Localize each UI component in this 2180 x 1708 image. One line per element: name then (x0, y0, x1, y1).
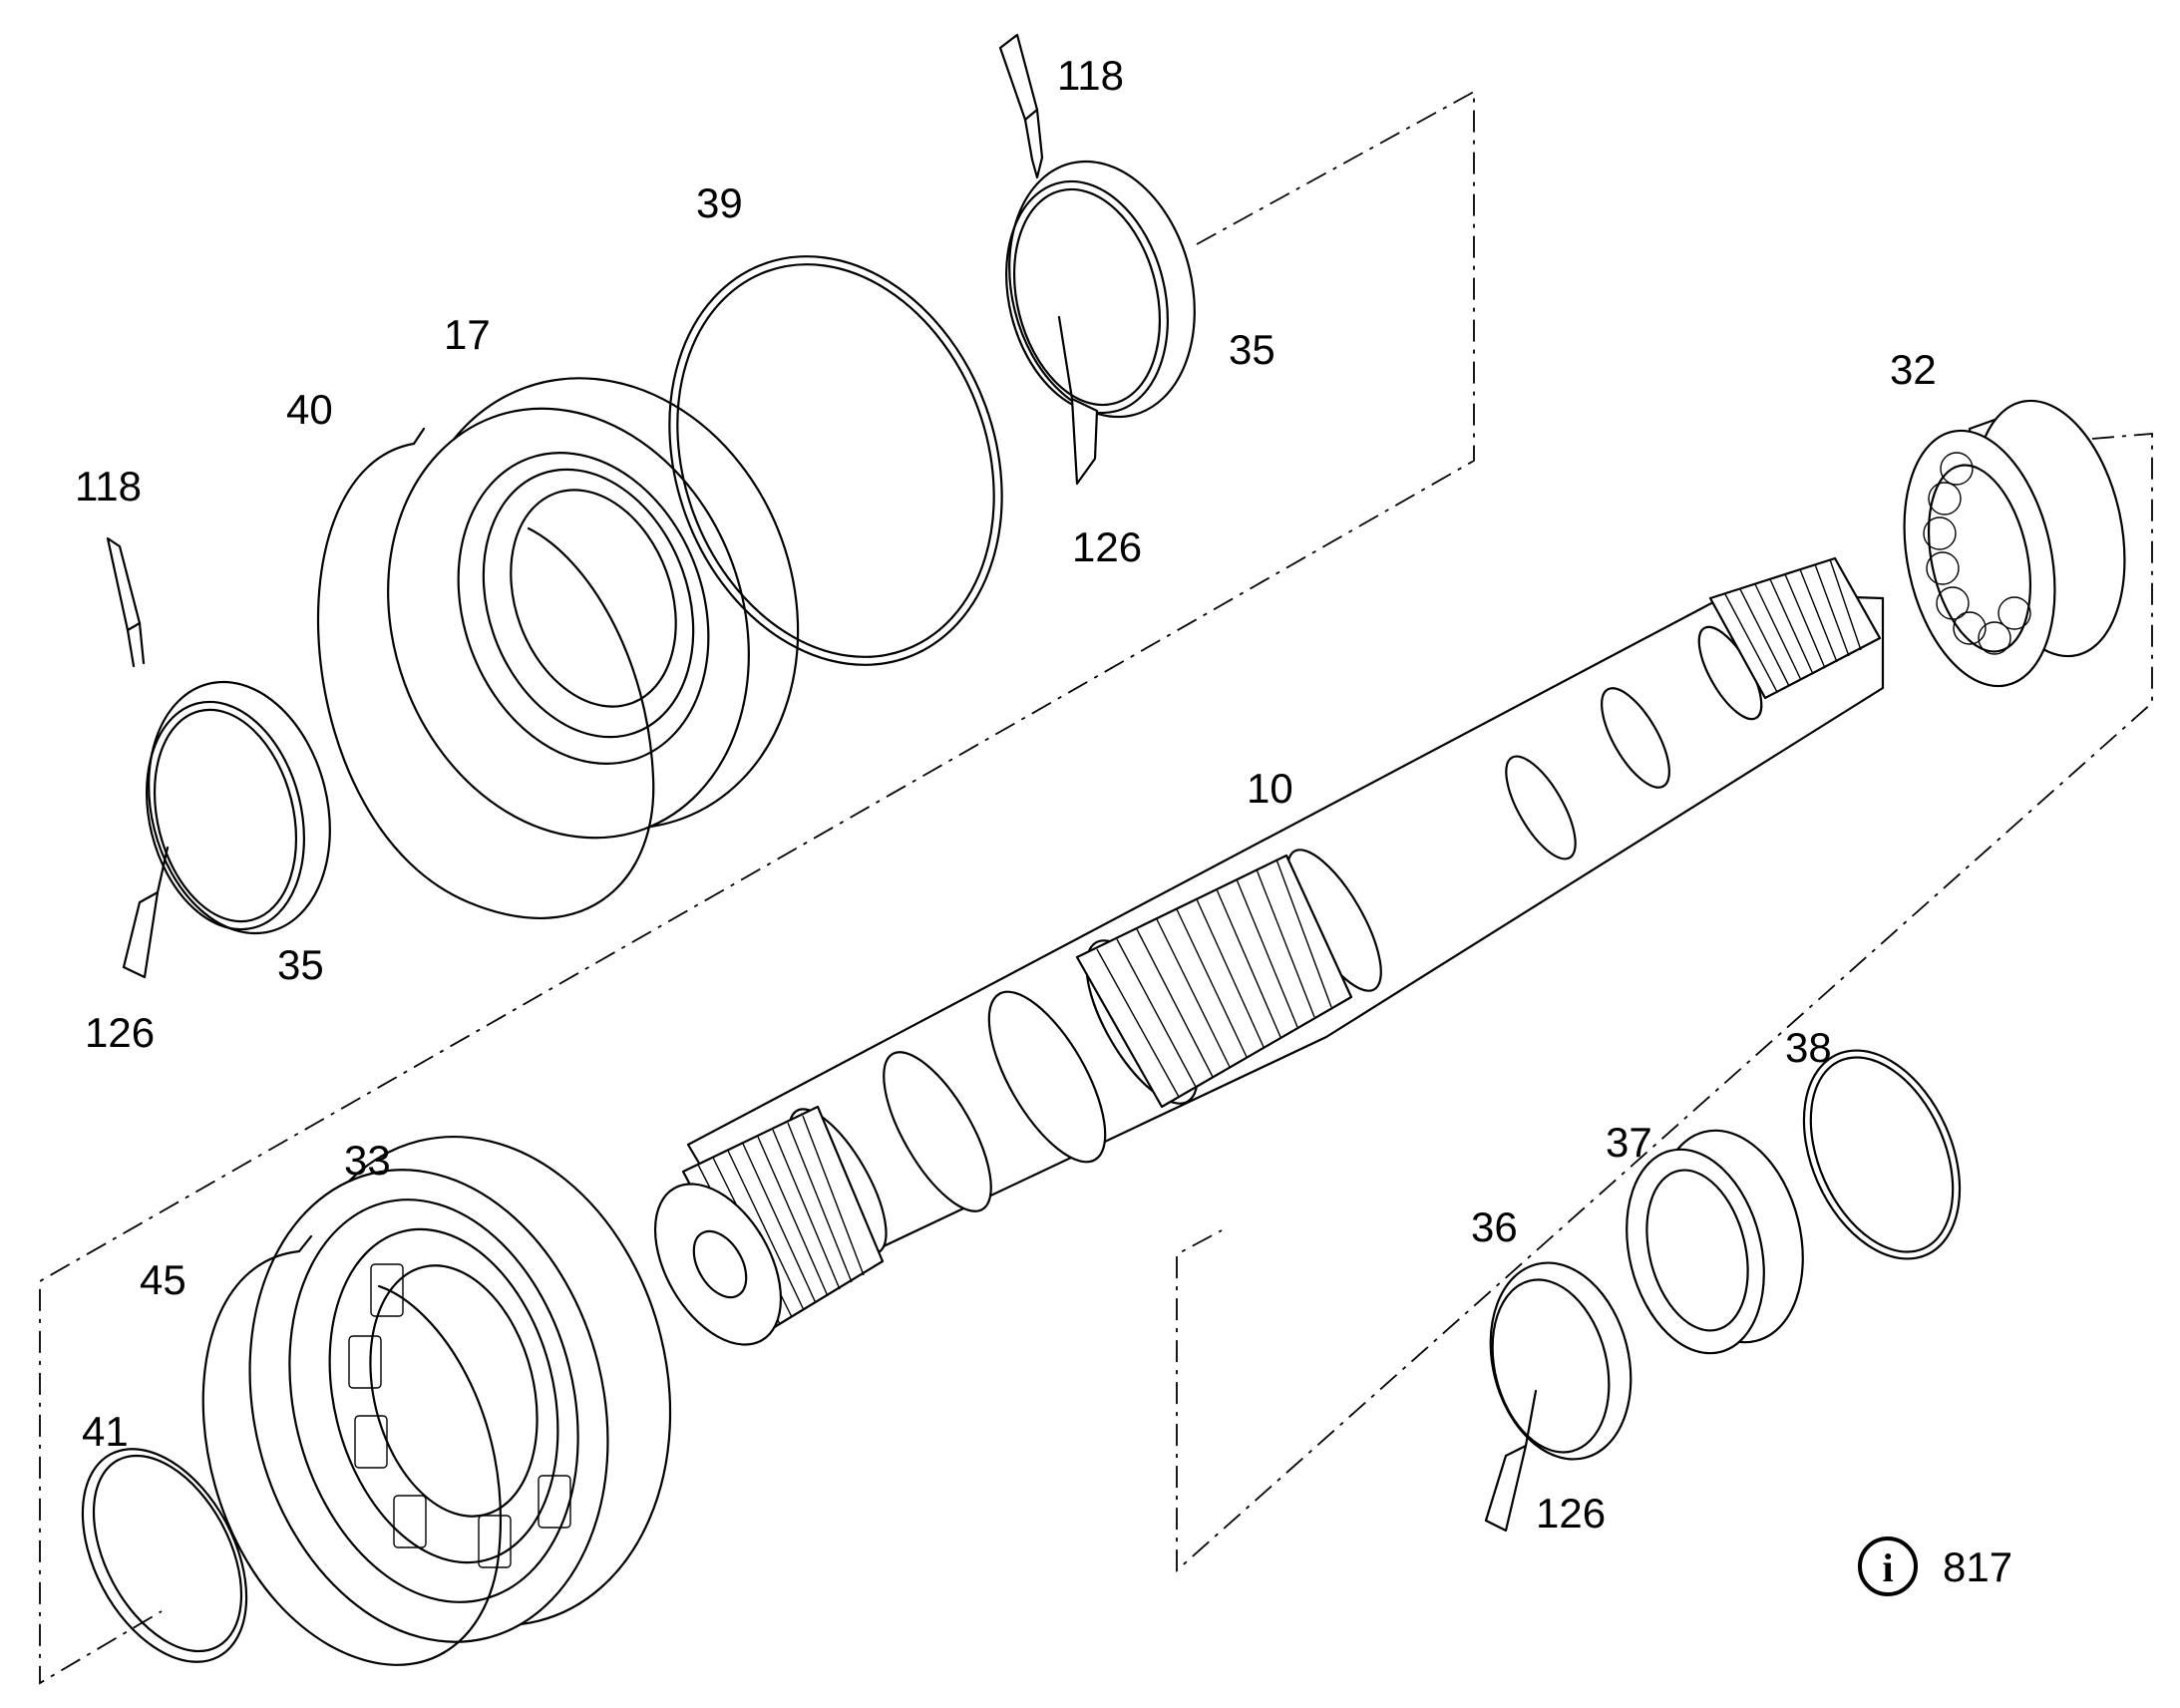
carrier-17 (387, 377, 800, 840)
svg-text:i: i (1882, 1545, 1893, 1590)
callout-35-top: 35 (1229, 326, 1275, 373)
bearing-33 (248, 1136, 672, 1643)
callout-126-right: 126 (1536, 1490, 1606, 1537)
main-shaft (653, 556, 1885, 1346)
seal-36 (1489, 1261, 1633, 1461)
grease-tube-126-right (1484, 1389, 1538, 1533)
callout-38: 38 (1785, 1024, 1832, 1071)
callout-39: 39 (696, 179, 743, 226)
callout-40: 40 (286, 386, 333, 433)
callout-33: 33 (344, 1137, 391, 1184)
callout-41: 41 (82, 1408, 129, 1455)
callout-35-left: 35 (277, 941, 324, 988)
callout-118-top: 118 (1057, 52, 1124, 99)
callout-32: 32 (1890, 346, 1937, 393)
roller-bearing-32 (1903, 399, 2126, 688)
callout-126-top: 126 (1072, 523, 1142, 570)
callout-labels: 10 17 32 33 35 35 36 37 38 39 40 41 45 1… (75, 52, 1937, 1537)
info-reference: i 817 (1858, 1537, 2012, 1596)
assembly-guide-lines (39, 90, 2153, 1685)
snap-ring-45 (201, 1234, 502, 1666)
sealant-tube-118-top (998, 33, 1044, 179)
info-icon: i (1858, 1537, 1918, 1596)
grease-tube-126-top (1057, 315, 1099, 486)
shaft-seal-35-left (145, 680, 331, 935)
callout-45: 45 (140, 1256, 186, 1303)
callout-118-left: 118 (75, 463, 142, 510)
callout-17: 17 (444, 311, 491, 358)
sealant-tube-118-left (106, 536, 146, 668)
o-ring-38 (1802, 1049, 1962, 1260)
callout-126-left: 126 (85, 1009, 155, 1056)
info-reference-number: 817 (1943, 1543, 2012, 1590)
callout-36: 36 (1471, 1203, 1518, 1250)
retaining-ring-41 (81, 1448, 248, 1663)
sleeve-37 (1626, 1129, 1804, 1355)
grease-tube-126-left (122, 846, 170, 979)
callout-37: 37 (1606, 1119, 1652, 1166)
o-ring-39 (668, 255, 1003, 666)
callout-10: 10 (1247, 765, 1293, 812)
snap-ring-40 (316, 427, 655, 919)
shaft-seal-35-top (1005, 160, 1196, 419)
